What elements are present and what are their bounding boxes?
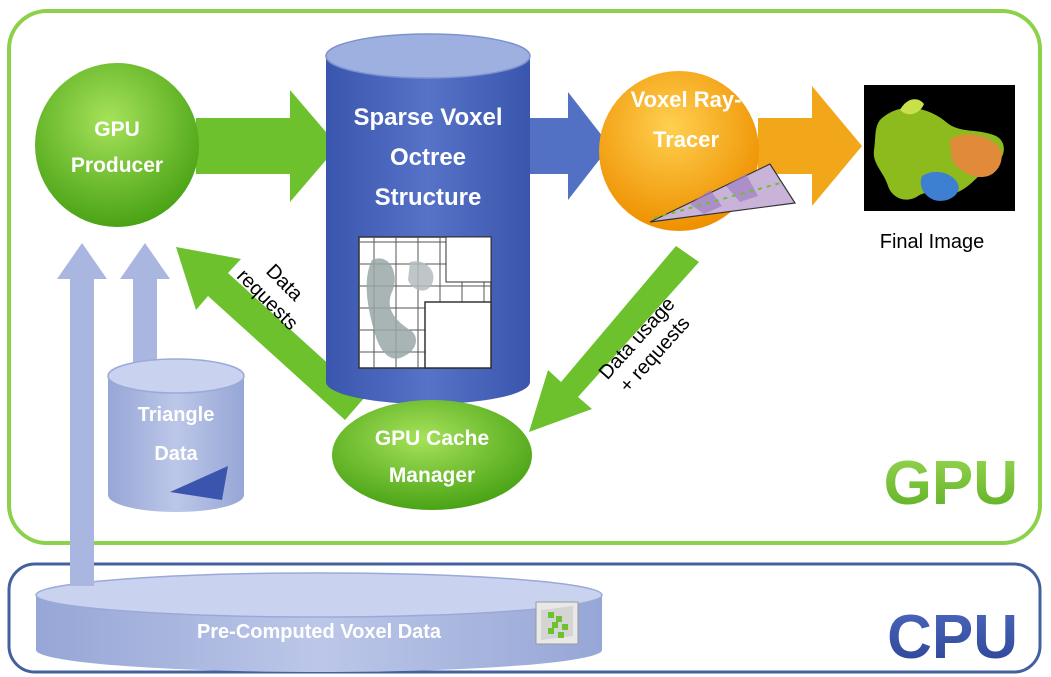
raytracer-label-line2: Tracer: [653, 127, 719, 152]
triangle-data-node: Triangle Data: [107, 358, 245, 512]
ray-cone-icon: [649, 163, 797, 223]
gpu-producer-label-line2: Producer: [71, 154, 163, 177]
svo-node: Sparse Voxel Octree Structure: [325, 33, 531, 404]
cpu-region-label: CPU: [887, 603, 1018, 672]
precomputed-label: Pre-Computed Voxel Data: [197, 621, 442, 643]
cache-manager-label-line1: GPU Cache: [375, 427, 489, 450]
upload-arrows: [57, 243, 170, 586]
arrow-svo-to-raytracer: [528, 92, 610, 200]
arrow-producer-to-svo: [196, 90, 338, 202]
gpu-region-label: GPU: [884, 449, 1018, 518]
svo-label-line1: Sparse Voxel: [354, 104, 503, 131]
octree-thumbnail: [358, 236, 492, 369]
gpu-producer-node: GPU Producer: [35, 63, 199, 227]
svo-label-line2: Octree: [390, 144, 466, 171]
voxel-cube-icon: [535, 601, 579, 645]
raytracer-node: Voxel Ray- Tracer: [599, 71, 797, 231]
cache-manager-label-line2: Manager: [389, 464, 475, 487]
gpu-producer-label-line1: GPU: [94, 118, 140, 141]
arrow-data-usage: [529, 246, 699, 432]
svo-label-line3: Structure: [375, 184, 482, 211]
raytracer-label-line1: Voxel Ray-: [631, 87, 742, 112]
cache-manager-node: GPU Cache Manager: [332, 400, 532, 510]
arrow-raytracer-to-image: [758, 86, 862, 206]
final-image-label: Final Image: [880, 231, 985, 253]
triangle-data-label-line1: Triangle: [138, 404, 215, 426]
arrow-data-requests: [176, 247, 365, 420]
triangle-icon: [170, 466, 228, 500]
final-image-node: Final Image: [864, 85, 1015, 253]
triangle-data-label-line2: Data: [154, 443, 198, 465]
precomputed-voxel-data-node: Pre-Computed Voxel Data: [35, 572, 603, 672]
